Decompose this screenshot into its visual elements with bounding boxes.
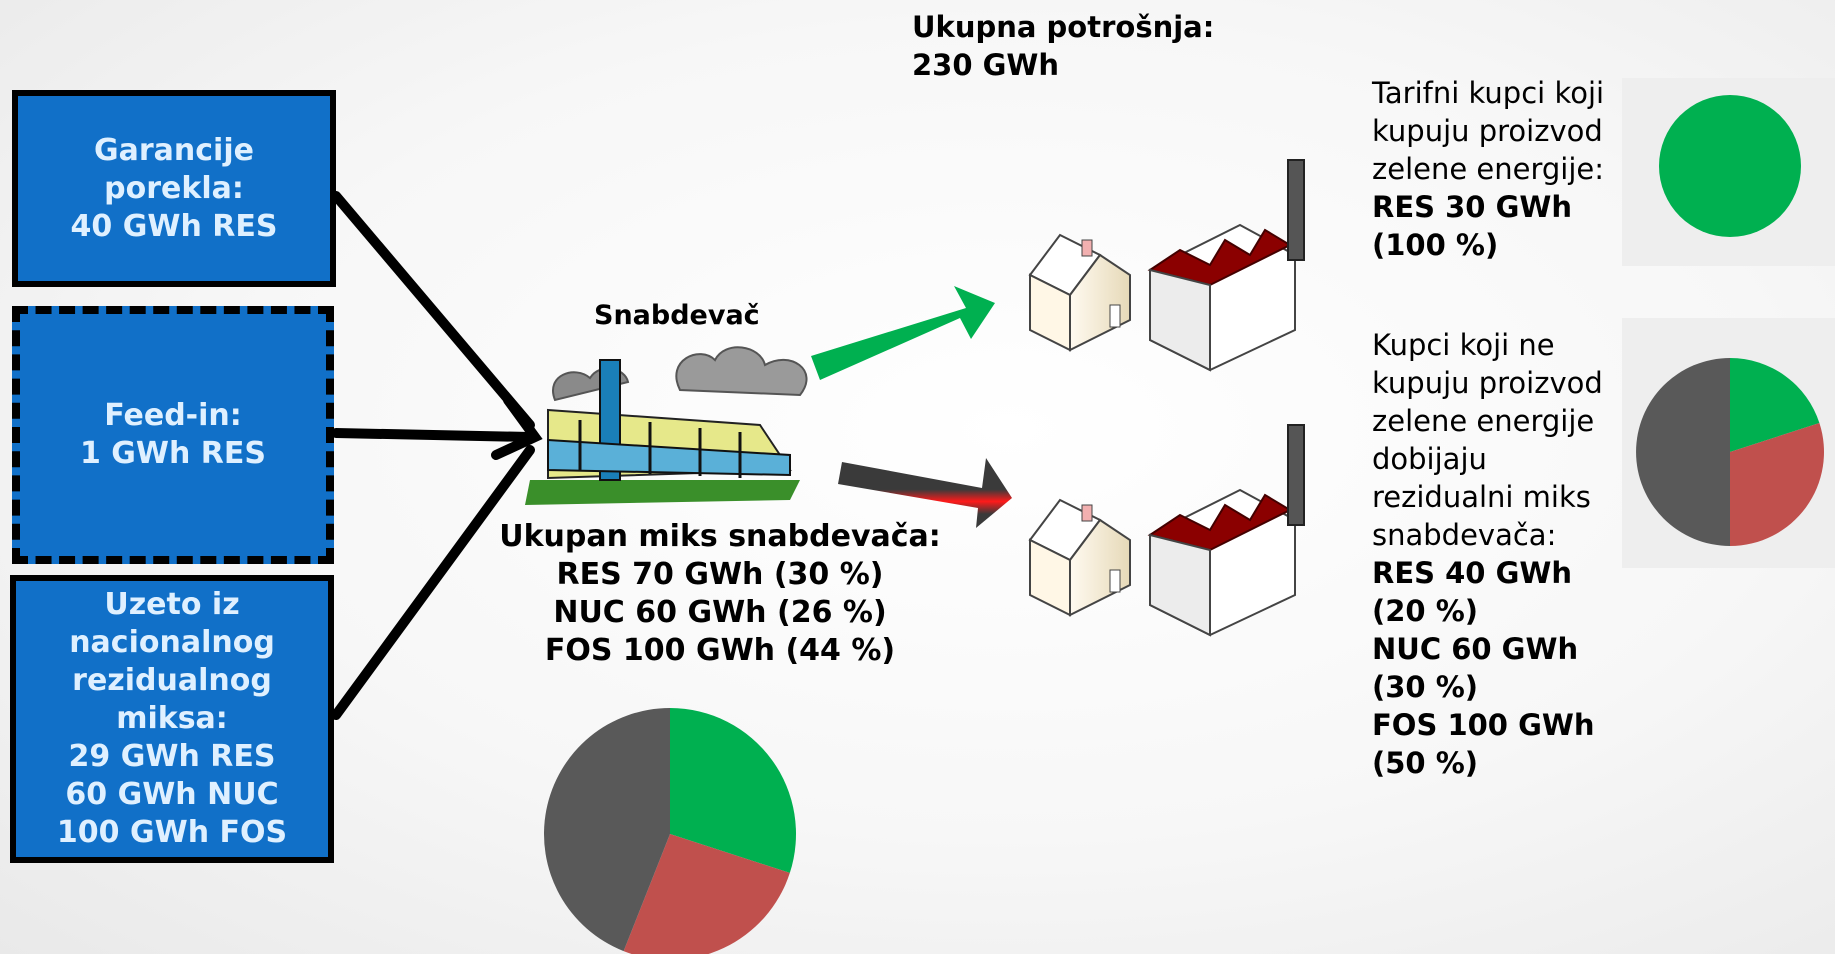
arrow-head [491, 395, 543, 460]
residual-text: Uzeto iz nacionalnog rezidualnog miksa: … [56, 587, 288, 850]
residual-customers-value: NUC 60 GWh [1372, 632, 1579, 666]
green-customers-line: zelene energije: [1372, 152, 1605, 186]
arrow-feedin [331, 428, 535, 442]
residual-customers-line: rezidualni miks [1372, 480, 1591, 514]
pie-slice-nuc [1730, 422, 1824, 546]
residual-mix-pie [1636, 358, 1824, 546]
supplier-mix-line: RES 70 GWh (30 %) [556, 557, 884, 592]
supplier-building-icon [525, 346, 808, 505]
feed-in-box: Feed-in: 1 GWh RES [12, 306, 334, 564]
supplier-mix-line: FOS 100 GWh (44 %) [544, 633, 896, 668]
supplier-mix-line: NUC 60 GWh (26 %) [553, 595, 887, 630]
residual-customers-line: kupuju proizvod [1372, 366, 1603, 400]
pie-slice-res [1659, 95, 1801, 237]
green-customers-value: (100 %) [1372, 228, 1499, 262]
residual-customers-value: RES 40 GWh [1372, 556, 1573, 590]
pie-slice-res [670, 708, 796, 873]
residual-customers-line: Kupci koji ne [1372, 328, 1555, 362]
guarantees-of-origin-box: Garancije porekla: 40 GWh RES [12, 90, 336, 287]
feed-in-text: Feed-in: 1 GWh RES [79, 398, 267, 471]
total-consumption-label: Ukupna potrošnja: [912, 10, 1215, 44]
pie-slice-fos [1636, 358, 1730, 546]
residual-arrow [838, 458, 1012, 528]
pie-slice-res [1730, 358, 1820, 452]
green-customers-value: RES 30 GWh [1372, 190, 1573, 224]
residual-customers-line: zelene energije [1372, 404, 1595, 438]
residual-customers-icon [1028, 424, 1305, 637]
supplier-label: Snabdevač [594, 300, 760, 331]
green-customers-line: Tarifni kupci koji [1372, 76, 1605, 110]
green-product-pie [1659, 95, 1801, 237]
residual-customers-line: snabdevača: [1372, 518, 1557, 552]
input-arrows [331, 191, 543, 720]
supplier-mix-title: Ukupan miks snabdevača: [499, 519, 941, 554]
pie-slice-fos [543, 708, 670, 952]
residual-customers-text: Kupci koji ne kupuju proizvod zelene ene… [1372, 326, 1603, 782]
residual-customers-value: (20 %) [1372, 594, 1479, 628]
arrow-guarantees [331, 191, 535, 430]
total-consumption: Ukupna potrošnja: 230 GWh [912, 8, 1214, 84]
supplier-mix: Ukupan miks snabdevača: RES 70 GWh (30 %… [480, 518, 960, 670]
arrow-residual [331, 445, 535, 720]
national-residual-mix-box: Uzeto iz nacionalnog rezidualnog miksa: … [10, 575, 334, 863]
residual-customers-value: (50 %) [1372, 746, 1479, 780]
supplier-mix-pie [543, 708, 796, 954]
green-customers-line: kupuju proizvod [1372, 114, 1603, 148]
green-customers-icon [1028, 159, 1305, 372]
green-arrow [811, 286, 995, 380]
pie-slice-nuc [623, 834, 790, 954]
green-customers-text: Tarifni kupci koji kupuju proizvod zelen… [1372, 74, 1604, 264]
residual-customers-value: (30 %) [1372, 670, 1479, 704]
total-consumption-value: 230 GWh [912, 48, 1060, 82]
residual-customers-value: FOS 100 GWh [1372, 708, 1595, 742]
guarantees-text: Garancije porekla: 40 GWh RES [70, 132, 278, 244]
residual-customers-line: dobijaju [1372, 442, 1487, 476]
